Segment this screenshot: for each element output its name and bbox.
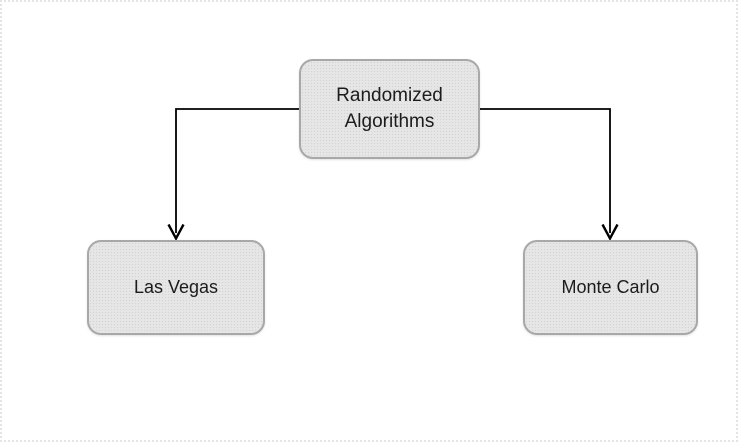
node-las-vegas[interactable]: Las Vegas [87, 240, 265, 335]
node-randomized-algorithms[interactable]: Randomized Algorithms [299, 59, 480, 159]
node-monte-carlo-label: Monte Carlo [561, 277, 660, 297]
arrowhead-down-right-icon [601, 223, 619, 242]
connector-root-to-las-vegas[interactable] [175, 108, 299, 233]
node-monte-carlo[interactable]: Monte Carlo [523, 240, 698, 335]
node-las-vegas-label: Las Vegas [133, 277, 219, 297]
connector-root-to-monte-carlo[interactable] [480, 108, 611, 233]
arrowhead-down-left-icon [167, 223, 185, 242]
node-randomized-algorithms-label: Randomized Algorithms [336, 85, 443, 132]
